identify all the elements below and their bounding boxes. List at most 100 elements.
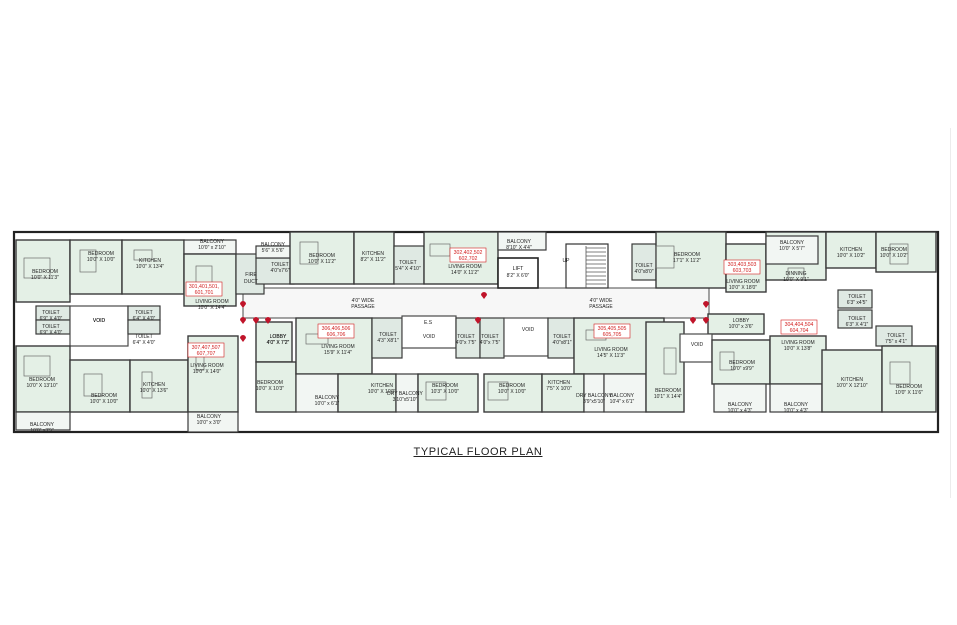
unit-number: 604,704	[790, 328, 809, 334]
room-label: BEDROOM	[881, 247, 907, 253]
room-label: BALCONY	[200, 239, 225, 245]
room-label: TOILET	[553, 334, 570, 340]
room-size: 6'3" X 4'1"	[846, 322, 869, 328]
furniture	[79, 249, 97, 273]
room-label: BALCONY	[507, 239, 532, 245]
room-label: KITCHEN	[548, 380, 570, 386]
room-size: 4'0"x 7'5"	[480, 340, 501, 346]
entry-arrow	[253, 317, 259, 324]
room-label: DINNING	[785, 271, 806, 277]
room-label: LIVING ROOM	[594, 347, 627, 353]
unit-number: 607,707	[197, 351, 216, 357]
room-size: 6'4" X 4'0"	[133, 316, 156, 322]
unit-number: 302,402,502	[454, 250, 483, 256]
unit-number-box	[723, 259, 761, 275]
room-area	[69, 359, 131, 413]
room-size: 10'0" x 3'6"	[729, 324, 754, 330]
furniture	[787, 267, 805, 281]
room-size: 10'0" x 4'3"	[728, 408, 753, 414]
room-size: 10'0" X 10'3"	[256, 386, 284, 392]
lift-label: LIFT	[513, 266, 524, 272]
room-size: 14'0" X 11'2"	[451, 270, 479, 276]
lift-size: 8'2" X 6'0"	[507, 273, 530, 279]
room-area	[503, 317, 549, 357]
room-size: 10'0" X 14'4"	[198, 305, 226, 311]
room-label: TOILET	[481, 334, 498, 340]
room-size: 10'0" X 10'0"	[498, 389, 526, 395]
room-size: 4'0" X 7'2"	[267, 340, 290, 346]
room-label: TOILET	[42, 310, 59, 316]
room-size: 10'1" X 14'4"	[654, 394, 682, 400]
room-label: TOILET	[848, 294, 865, 300]
room-label: KITCHEN	[362, 251, 384, 257]
room-label: BEDROOM	[896, 384, 922, 390]
unit-number-box	[593, 323, 631, 339]
room-size: 10'0" X 13'4"	[136, 264, 164, 270]
unit-number: 301,401,501,	[189, 284, 219, 290]
room-area	[875, 231, 937, 273]
room-size: 6'9" X 4'0"	[40, 316, 63, 322]
room-size: 10'0" X 9'1"	[783, 277, 809, 283]
room-area	[187, 411, 239, 433]
entry-arrow	[265, 317, 271, 324]
room-area	[121, 239, 185, 295]
corridor-label: 4'0" WIDE	[590, 298, 613, 304]
unit-number: 303,403,503	[728, 262, 757, 268]
corridor-label: PASSAGE	[589, 304, 613, 310]
furniture	[487, 381, 509, 401]
room-area	[455, 317, 481, 359]
room-size: 10'3" X 10'0"	[431, 389, 459, 395]
room-label: LIVING ROOM	[321, 344, 354, 350]
room-label: LIVING ROOM	[195, 299, 228, 305]
room-size: 10'0" X 13'6"	[140, 388, 168, 394]
room-size: 7'5" x 4'1"	[885, 339, 907, 345]
entry-arrow	[703, 301, 709, 308]
room-label: TOILET	[135, 334, 152, 340]
room-label: LOBBY	[270, 334, 287, 340]
room-size: 10'4" x 6'1"	[610, 399, 635, 405]
room-size: 6'4" X 4'0"	[133, 340, 156, 346]
corridor-label: PASSAGE	[351, 304, 375, 310]
room-area	[255, 257, 295, 285]
furniture	[141, 371, 153, 399]
room-label: DRY BALCONY	[576, 393, 612, 399]
room-area	[255, 361, 297, 413]
room-label: BEDROOM	[729, 360, 755, 366]
room-label: BEDROOM	[499, 383, 525, 389]
room-size: 3'9"x5'10"	[583, 399, 605, 405]
room-area	[353, 231, 395, 285]
staircase	[565, 243, 609, 289]
furniture	[889, 361, 911, 385]
room-label: LOBBY	[733, 318, 750, 324]
room-area	[769, 383, 823, 413]
furniture	[305, 333, 329, 345]
room-label: KITCHEN	[840, 247, 862, 253]
room-label: KITCHEN	[371, 383, 393, 389]
unit-number-box	[780, 319, 818, 335]
unit-number: 305,405,505	[598, 326, 627, 332]
room-size: 10'0" X 11'3"	[31, 275, 59, 281]
corridor	[242, 287, 710, 319]
unit-number: 605,705	[603, 332, 622, 338]
room-area	[765, 235, 819, 265]
unit-number-box	[449, 247, 487, 263]
entry-arrow	[690, 317, 696, 324]
room-size: 10'0" X 11'6"	[895, 390, 923, 396]
plan-geometry	[12, 230, 940, 434]
room-label: VOID	[522, 327, 535, 333]
room-label: BALCONY	[728, 402, 753, 408]
room-label: BALCONY	[30, 422, 55, 428]
room-size: 3'10"x5'10"	[393, 397, 418, 403]
furniture	[23, 257, 51, 279]
fire-duct-label: DUCT	[244, 279, 258, 285]
room-size: 10'0" X 11'2"	[308, 259, 336, 265]
room-size: 10'0" X 13'10"	[26, 383, 57, 389]
room-area	[679, 333, 713, 363]
room-area	[483, 373, 543, 413]
room-label: BALCONY	[784, 402, 809, 408]
room-size: 10'0" X 10'2"	[880, 253, 908, 259]
room-area	[837, 309, 873, 329]
entry-arrow	[475, 317, 481, 324]
room-area	[837, 289, 873, 309]
